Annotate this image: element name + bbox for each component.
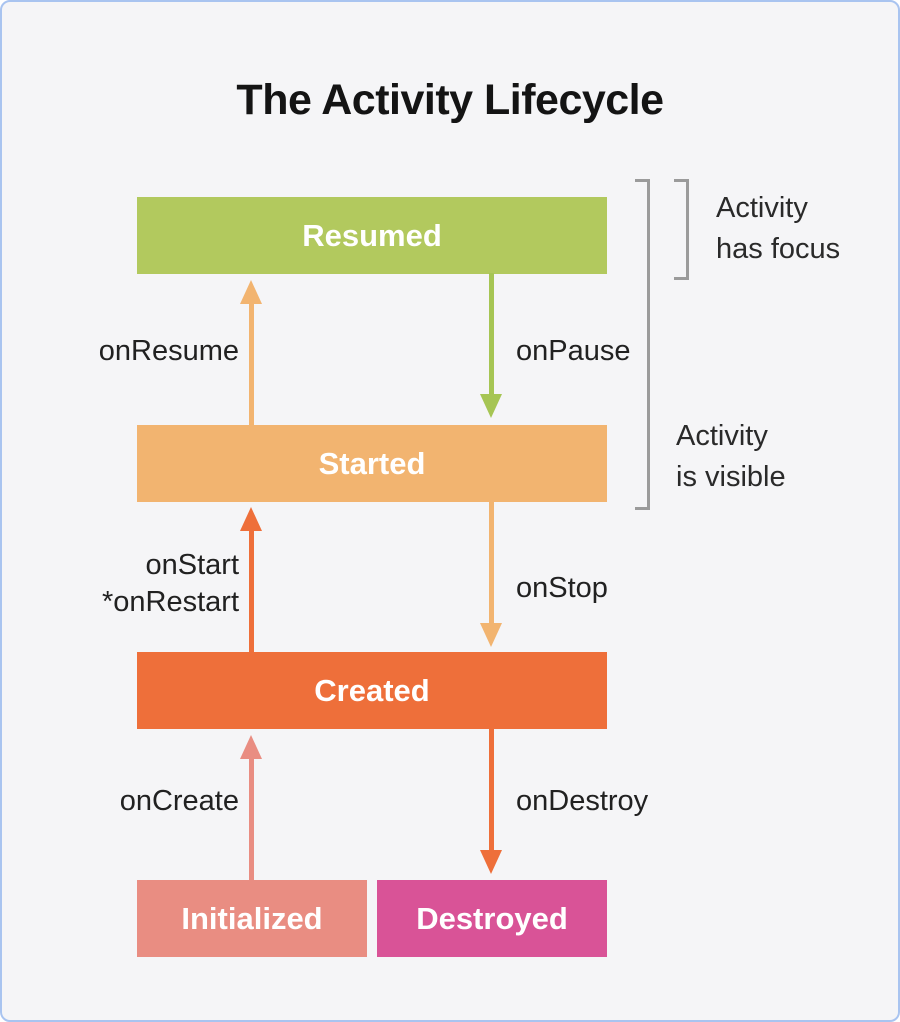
arrow-shaft (488, 502, 494, 623)
state-box-initialized: Initialized (137, 880, 367, 957)
state-label-resumed: Resumed (302, 217, 442, 253)
arrowhead-down-icon (480, 394, 502, 418)
arrow-shaft (488, 273, 494, 394)
bracket-activity-visible (635, 179, 650, 510)
arrow-shaft (488, 729, 494, 850)
arrowhead-up-icon (240, 735, 262, 759)
transition-arrow-onstop (480, 502, 502, 647)
bracket-activity-has-focus (674, 179, 689, 280)
annotation-activity-has-focus: Activity has focus (716, 192, 841, 265)
state-label-started: Started (318, 445, 426, 481)
transition-label-onpause: onPause (516, 335, 631, 367)
arrowhead-down-icon (480, 850, 502, 874)
state-box-started: Started (137, 425, 607, 502)
transition-arrow-onstart (240, 507, 262, 652)
transition-label-onstart: onStart *onRestart (101, 549, 239, 618)
state-box-created: Created (137, 652, 607, 729)
transition-arrow-ondestroy (480, 729, 502, 874)
transition-label-onstop: onStop (516, 572, 608, 604)
state-label-created: Created (314, 672, 430, 708)
arrow-shaft (248, 759, 254, 880)
page-title: The Activity Lifecycle (236, 76, 664, 124)
arrow-shaft (248, 304, 254, 425)
arrowhead-up-icon (240, 507, 262, 531)
state-box-resumed: Resumed (137, 197, 607, 274)
transition-arrow-onresume (240, 280, 262, 425)
state-label-initialized: Initialized (181, 900, 323, 936)
state-label-destroyed: Destroyed (416, 900, 568, 936)
transition-label-onresume: onResume (98, 335, 239, 367)
transition-label-ondestroy: onDestroy (516, 785, 649, 817)
state-box-destroyed: Destroyed (377, 880, 607, 957)
arrowhead-down-icon (480, 623, 502, 647)
transition-label-oncreate: onCreate (119, 785, 239, 817)
transition-arrow-oncreate (240, 735, 262, 880)
arrowhead-up-icon (240, 280, 262, 304)
arrow-shaft (248, 531, 254, 652)
annotation-activity-is-visible: Activity is visible (676, 420, 786, 493)
transition-arrow-onpause (480, 273, 502, 418)
